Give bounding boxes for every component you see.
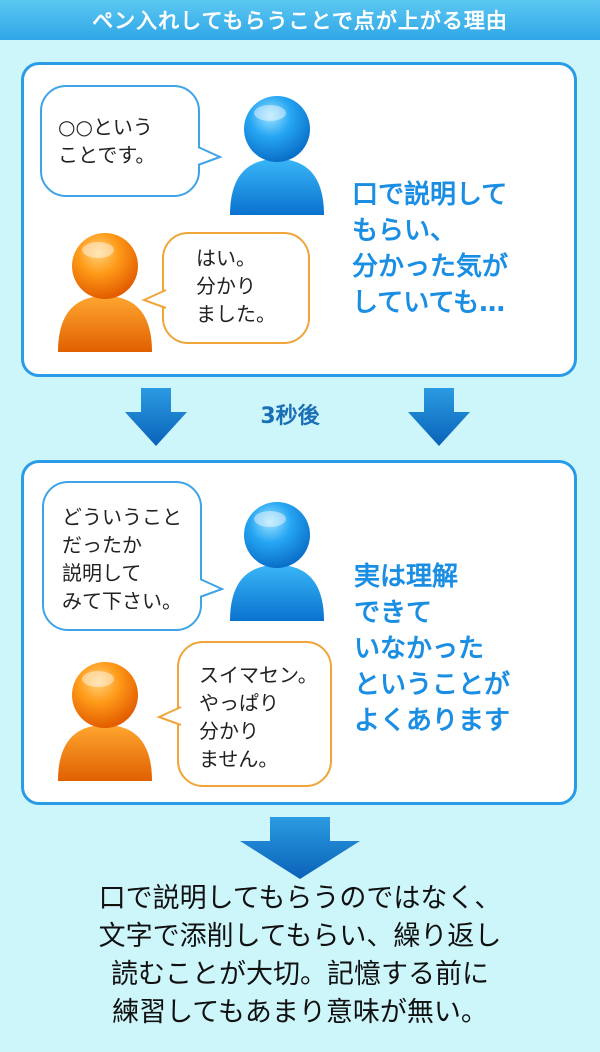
bubble-tail-icon bbox=[197, 146, 223, 166]
student-person-icon bbox=[58, 662, 152, 781]
down-arrow-icon bbox=[408, 388, 470, 446]
teacher-person-icon bbox=[230, 96, 324, 215]
teacher-person-icon bbox=[230, 502, 324, 621]
down-arrow-icon bbox=[240, 817, 360, 879]
panel-caption: 口で説明して もらい、 分かった気が していても… bbox=[352, 180, 509, 318]
panel-caption: 実は理解 できて いなかった ということが よくあります bbox=[354, 562, 511, 736]
student-person-icon bbox=[58, 233, 152, 352]
student-speech-text: スイマセン。 やっぱり 分かり ません。 bbox=[199, 663, 318, 771]
panel-before: ○○という ことです。 はい。 分かり ました。 口で説明して もらい、 分かっ… bbox=[21, 62, 577, 377]
teacher-speech-bubble: どういうこと だったか 説明して みて下さい。 bbox=[42, 481, 225, 631]
teacher-speech-bubble: ○○という ことです。 bbox=[40, 85, 223, 197]
student-speech-bubble: スイマセン。 やっぱり 分かり ません。 bbox=[156, 641, 332, 787]
transition-label: 3秒後 bbox=[260, 404, 320, 429]
bubble-tail-icon bbox=[141, 289, 167, 309]
panel-after: どういうこと だったか 説明して みて下さい。 スイマセン。 やっぱり 分かり … bbox=[21, 460, 577, 805]
down-arrow-icon bbox=[125, 388, 187, 446]
bubble-tail-icon bbox=[199, 578, 225, 598]
student-speech-text: はい。 分かり ました。 bbox=[196, 246, 276, 326]
conclusion-text: 口で説明してもらうのではなく、 文字で添削してもらい、繰り返し 読むことが大切。… bbox=[98, 883, 502, 1028]
page-title: ペン入れしてもらうことで点が上がる理由 bbox=[0, 0, 600, 40]
bubble-tail-icon bbox=[156, 706, 182, 726]
student-speech-bubble: はい。 分かり ました。 bbox=[141, 232, 310, 344]
teacher-speech-text: ○○という ことです。 bbox=[58, 115, 156, 167]
teacher-speech-text: どういうこと だったか 説明して みて下さい。 bbox=[62, 505, 182, 613]
